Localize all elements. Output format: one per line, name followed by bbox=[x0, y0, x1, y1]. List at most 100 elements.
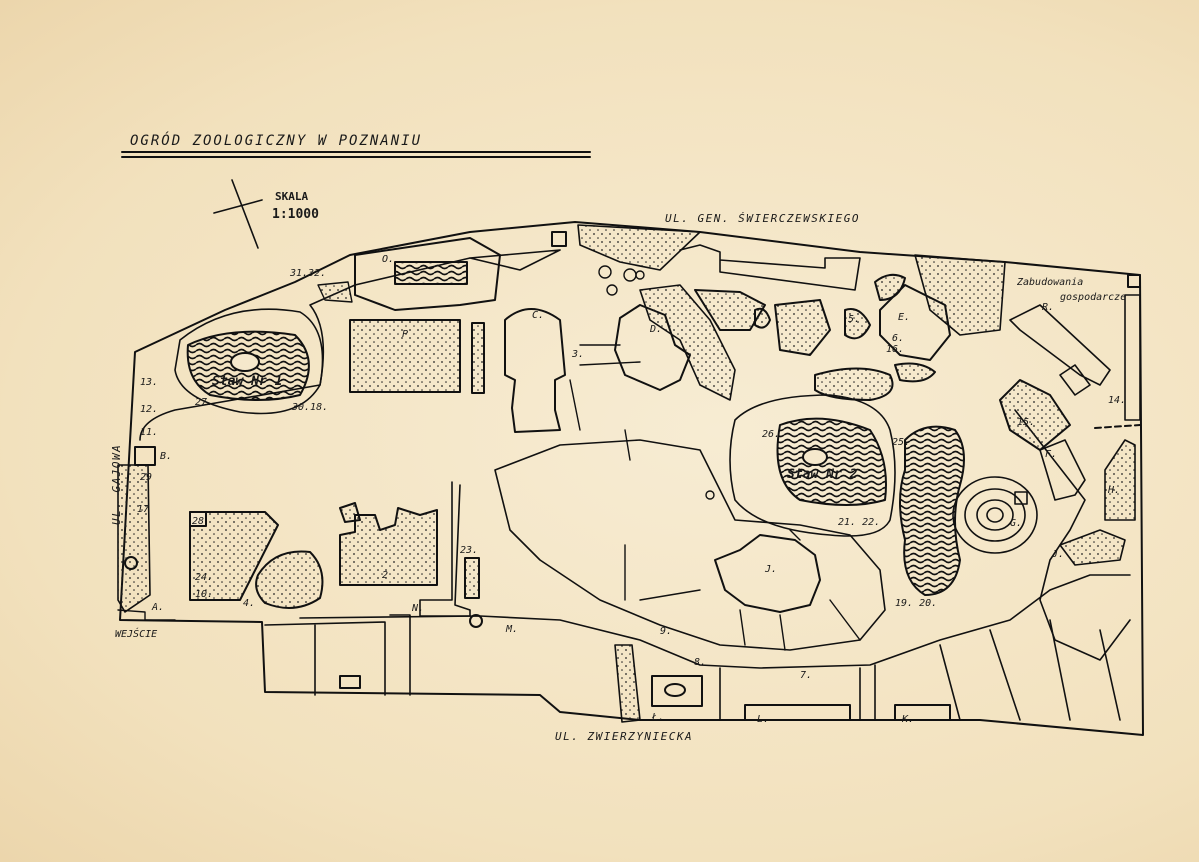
area-ellipse-ne bbox=[874, 273, 906, 301]
area-23 bbox=[464, 557, 480, 599]
label-L2: L. bbox=[757, 714, 769, 725]
gate-circle-M bbox=[469, 614, 483, 628]
label-N: N. bbox=[411, 603, 424, 614]
east-path bbox=[1014, 409, 1131, 661]
num-4: 4. bbox=[243, 598, 255, 609]
area-5-ovals bbox=[754, 307, 771, 329]
num-3132: 31.32. bbox=[289, 268, 326, 279]
scale-label: SKALA bbox=[275, 190, 308, 203]
num-25: 25. bbox=[892, 437, 910, 448]
area-P-strip bbox=[471, 322, 485, 394]
title-underline bbox=[121, 151, 591, 158]
pond-1-label: Staw Nr 1 bbox=[212, 374, 282, 389]
central-loop bbox=[494, 439, 886, 651]
area-oval-small bbox=[894, 362, 936, 383]
area-15 bbox=[999, 379, 1071, 451]
map-title: OGRÓD ZOOLOGICZNY W POZNANIU bbox=[130, 131, 422, 149]
num-15: 15. bbox=[1017, 417, 1035, 428]
area-28 bbox=[189, 511, 279, 601]
num-2122: 21. 22. bbox=[838, 517, 880, 528]
radial-paths bbox=[569, 344, 861, 651]
small-sq-ne bbox=[1127, 274, 1141, 288]
num-1920: 19. 20. bbox=[895, 598, 937, 609]
num-28: 28 bbox=[192, 516, 204, 527]
entrance-label: WEJŚCIE bbox=[115, 627, 157, 640]
farm-buildings-label-1: Zabudowania bbox=[1016, 277, 1083, 288]
label-C: C. bbox=[532, 310, 544, 321]
building-K bbox=[894, 704, 951, 721]
num-27: 27. bbox=[195, 397, 213, 408]
pond-1-island bbox=[230, 352, 260, 372]
num-23: 23. bbox=[460, 545, 478, 556]
num-12: 12. bbox=[140, 404, 158, 415]
small-tree-box bbox=[317, 281, 353, 303]
building-C bbox=[504, 308, 566, 433]
south-small-box bbox=[339, 675, 361, 689]
south-buildings-right bbox=[719, 619, 1121, 721]
building-L bbox=[744, 704, 851, 721]
pond-2-label: Staw Nr 2 bbox=[787, 467, 858, 482]
enclosure-G bbox=[952, 476, 1038, 554]
zoo-boundary bbox=[119, 221, 1144, 736]
num-9: 9. bbox=[660, 626, 672, 637]
num-14: 14. bbox=[1108, 395, 1126, 406]
label-E: E. bbox=[898, 312, 910, 323]
north-strip bbox=[577, 224, 701, 271]
area-oval-east bbox=[814, 367, 894, 401]
corridor-N bbox=[419, 481, 471, 617]
building-Jj bbox=[714, 534, 821, 613]
area-H bbox=[1104, 439, 1136, 521]
label-F: F. bbox=[1045, 449, 1057, 460]
num-6: 6. bbox=[892, 333, 904, 344]
label-P: P bbox=[402, 329, 408, 340]
num-13: 13. bbox=[140, 377, 158, 388]
building-E bbox=[879, 284, 951, 361]
area-5 bbox=[844, 308, 871, 340]
north-arrow-icon bbox=[213, 179, 263, 249]
building-L-box bbox=[651, 675, 703, 707]
north-strip-2 bbox=[914, 254, 1006, 336]
gate-circle-west bbox=[124, 556, 138, 570]
street-north: UL. GEN. ŚWIERCZEWSKIEGO bbox=[665, 212, 860, 225]
label-J: J. bbox=[1051, 549, 1064, 560]
pond-2-island bbox=[802, 448, 828, 466]
gajowa-entrance-gate bbox=[117, 609, 176, 621]
area-28-box bbox=[189, 511, 207, 527]
num-17: 17 bbox=[137, 504, 149, 515]
label-D: D. bbox=[649, 324, 662, 335]
building-O bbox=[354, 231, 567, 311]
label-M: M. bbox=[505, 624, 518, 635]
pond-1-surround bbox=[174, 308, 324, 415]
label-R: R. bbox=[1042, 302, 1054, 313]
num-11: 11. bbox=[140, 427, 158, 438]
dashed-line bbox=[1094, 424, 1141, 429]
farm-buildings-label-2: gospodarcze bbox=[1060, 292, 1126, 303]
num-24: 24. bbox=[195, 572, 213, 583]
area-4 bbox=[255, 550, 324, 609]
num-7: 7. bbox=[800, 670, 812, 681]
farm-buildings bbox=[1009, 294, 1141, 421]
label-B: B. bbox=[160, 451, 172, 462]
area-hex bbox=[774, 299, 831, 356]
label-Jj: J. bbox=[764, 564, 777, 575]
label-H: H. bbox=[1107, 485, 1120, 496]
num-29: 29 bbox=[140, 472, 152, 483]
label-A: A. bbox=[151, 602, 164, 613]
street-west: UL. GAJOWA bbox=[110, 444, 123, 525]
building-F bbox=[1039, 439, 1086, 501]
street-south: UL. ZWIERZYNIECKA bbox=[555, 730, 693, 743]
building-B bbox=[134, 446, 156, 466]
label-K: K. bbox=[901, 714, 914, 725]
num-5: 5. bbox=[848, 314, 860, 325]
south-building-left bbox=[264, 614, 411, 696]
label-2: 2 bbox=[382, 570, 388, 581]
num-10: 10. bbox=[195, 589, 213, 600]
area-P bbox=[349, 319, 461, 393]
label-G: G. bbox=[1010, 518, 1022, 529]
num-3: 3. bbox=[571, 349, 584, 360]
building-L-oval bbox=[664, 683, 686, 697]
rocks bbox=[598, 265, 715, 500]
scale-ratio: 1:1000 bbox=[272, 207, 319, 222]
